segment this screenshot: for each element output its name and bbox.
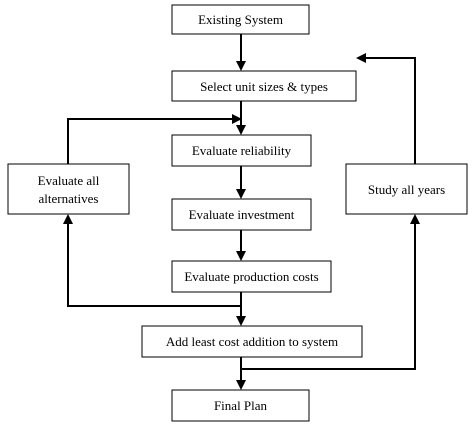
node-evaluate-production: Evaluate production costs — [171, 260, 332, 293]
arrowhead-into-add — [236, 316, 246, 326]
node-select-unit: Select unit sizes & types — [171, 70, 357, 102]
edge-study-years-to-select — [365, 57, 416, 164]
connectors — [67, 34, 416, 383]
edge-add-to-study-years — [241, 224, 416, 370]
node-existing-system-label: Existing System — [198, 12, 283, 27]
node-evaluate-investment-label: Evaluate investment — [189, 207, 295, 222]
edge-evaluate-all-to-reliability — [67, 118, 233, 164]
node-evaluate-production-label: Evaluate production costs — [184, 269, 318, 284]
arrowheads — [63, 53, 420, 390]
arrowhead-into-select — [236, 61, 246, 71]
node-evaluate-reliability-box — [171, 134, 312, 167]
node-existing-system: Existing System — [171, 4, 310, 35]
edge-production-to-evaluate-all — [67, 224, 241, 307]
node-evaluate-all-label-line1: Evaluate all — [38, 173, 100, 188]
arrowhead-into-study-years — [410, 214, 420, 224]
node-evaluate-all-alternatives: Evaluate all alternatives — [7, 163, 130, 215]
node-evaluate-production-box — [171, 260, 332, 293]
node-existing-system-box — [171, 4, 310, 35]
arrowhead-into-final — [236, 380, 246, 390]
arrowhead-into-select-side — [356, 53, 366, 63]
node-evaluate-all-box — [7, 163, 130, 215]
node-evaluate-reliability: Evaluate reliability — [171, 134, 312, 167]
node-add-least-cost-label: Add least cost addition to system — [166, 334, 338, 349]
node-final-plan-box — [171, 389, 310, 422]
node-select-unit-box — [171, 70, 357, 102]
arrowhead-into-reliability — [236, 125, 246, 135]
node-evaluate-investment-box — [171, 198, 312, 231]
node-final-plan-label: Final Plan — [214, 398, 268, 413]
node-add-least-cost-box — [141, 325, 363, 358]
node-evaluate-reliability-label: Evaluate reliability — [192, 143, 292, 158]
node-study-all-years: Study all years — [345, 163, 468, 215]
arrowhead-into-reliability-side — [232, 114, 242, 124]
arrowhead-into-investment — [236, 189, 246, 199]
node-evaluate-all-label-line2: alternatives — [39, 191, 99, 206]
node-study-all-years-box — [345, 163, 468, 215]
arrowhead-into-production — [236, 251, 246, 261]
arrowhead-into-evaluate-all — [63, 214, 73, 224]
node-final-plan: Final Plan — [171, 389, 310, 422]
node-study-all-years-label: Study all years — [368, 182, 445, 197]
node-select-unit-label: Select unit sizes & types — [200, 79, 328, 94]
node-evaluate-investment: Evaluate investment — [171, 198, 312, 231]
node-add-least-cost: Add least cost addition to system — [141, 325, 363, 358]
